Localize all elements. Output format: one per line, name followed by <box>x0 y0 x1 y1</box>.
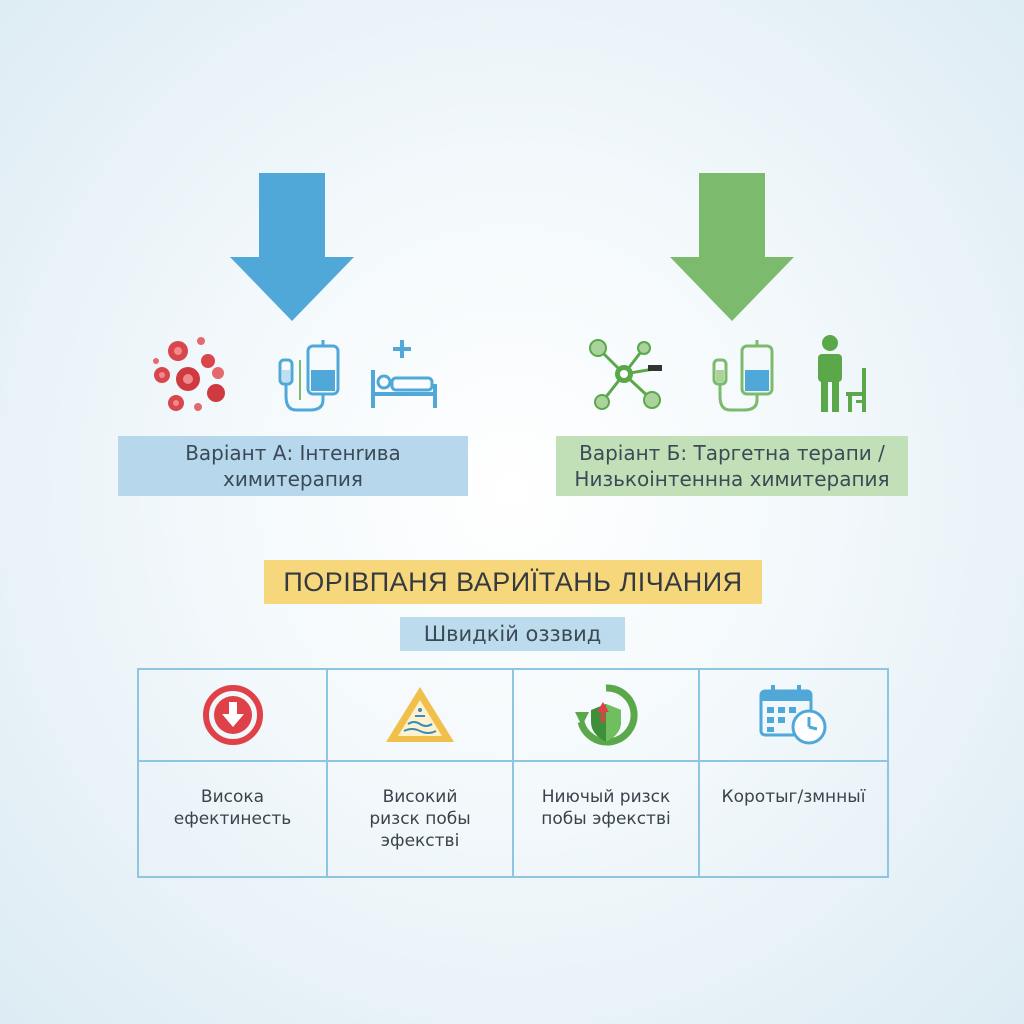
iv-drip-icon <box>278 340 340 412</box>
blood-cells-icon <box>153 337 225 411</box>
down-circle-icon <box>202 685 263 745</box>
option-b-arrow-icon <box>670 173 794 321</box>
comparison-cell <box>512 668 700 762</box>
comparison-cell <box>326 668 514 762</box>
comparison-text: Ниючый ризск побы эфекстві <box>512 760 700 878</box>
comparison-cell <box>698 668 889 762</box>
comparison-text-row: Висока ефектинесть Високий ризск побы эф… <box>137 760 889 878</box>
comparison-text: Висока ефектинесть <box>137 760 328 878</box>
option-a-label: Варіант А: Інтенrива химитерапия <box>118 436 468 496</box>
warning-triangle-icon <box>386 687 454 742</box>
shield-arrow-icon <box>575 684 638 746</box>
comparison-text: Високий ризск побы эфекстві <box>326 760 514 878</box>
iv-drip-icon <box>712 340 774 412</box>
option-b-label: Варіант Б: Таргетна терапи / Низькоінтен… <box>556 436 908 496</box>
comparison-text: Коротыг/змнныї <box>698 760 889 878</box>
comparison-table: Висока ефектинесть Високий ризск побы эф… <box>137 668 889 878</box>
option-a-arrow-icon <box>230 173 354 321</box>
hospital-bed-icon <box>371 340 437 408</box>
quick-overview-subtitle: Швидкій оззвид <box>400 617 625 651</box>
calendar-clock-icon <box>759 685 826 745</box>
person-chair-icon <box>818 335 866 412</box>
comparison-cell <box>137 668 328 762</box>
comparison-icon-row <box>137 668 889 762</box>
comparison-title: ПОРІВПАНЯ ВАРИЇТАНЬ ЛІЧАНИЯ <box>264 560 762 604</box>
molecule-icon <box>589 339 662 410</box>
